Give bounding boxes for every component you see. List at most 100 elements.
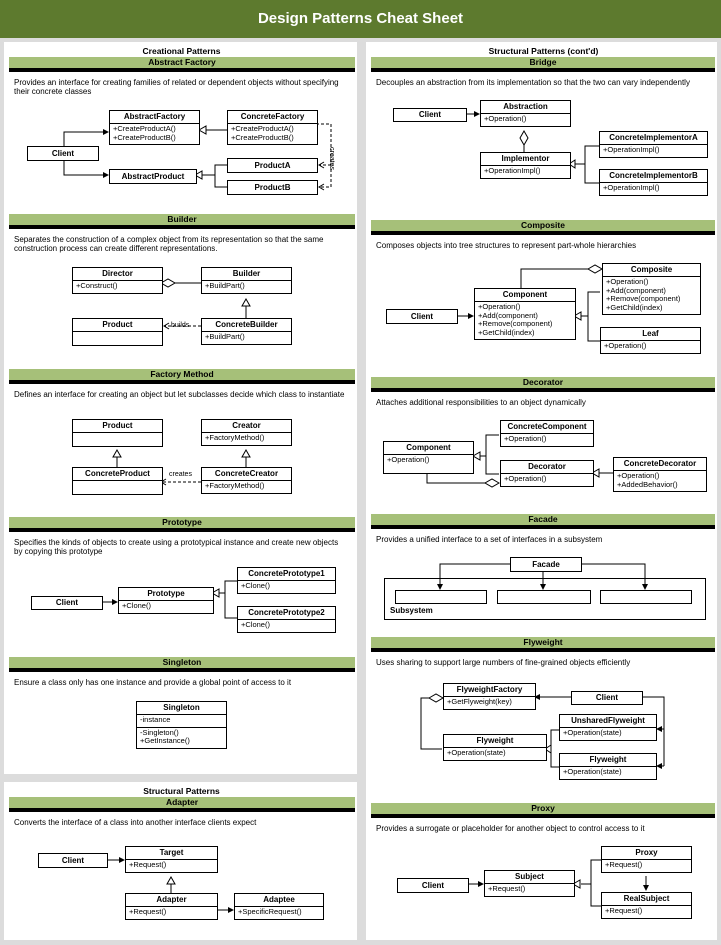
creator-class: Creator +FactoryMethod() bbox=[201, 419, 292, 446]
section-title: Flyweight bbox=[371, 637, 715, 652]
product-a-class: ProductA bbox=[227, 158, 318, 173]
section-title: Prototype bbox=[9, 517, 355, 532]
page-title: Design Patterns Cheat Sheet bbox=[0, 0, 721, 38]
section-title: Abstract Factory bbox=[9, 57, 355, 72]
builder-section: Builder Separates the construction of a … bbox=[9, 214, 355, 361]
abstract-product-class: AbstractProduct bbox=[109, 169, 197, 184]
connectors bbox=[456, 264, 604, 342]
leaf-class: Leaf +Operation() bbox=[600, 327, 701, 354]
facade-section: Facade Provides a unified interface to a… bbox=[371, 514, 715, 628]
section-description: Uses sharing to support large numbers of… bbox=[376, 658, 631, 667]
structural-title: Structural Patterns bbox=[143, 786, 220, 796]
section-description: Decouples an abstraction from its implem… bbox=[376, 78, 690, 87]
concrete-factory-class: ConcreteFactory +CreateProductA() +Creat… bbox=[227, 110, 318, 145]
singleton-section: Singleton Ensure a class only has one in… bbox=[9, 657, 355, 769]
concrete-implementor-b-class: ConcreteImplementorB +OperationImpl() bbox=[599, 169, 708, 196]
section-title: Decorator bbox=[371, 377, 715, 392]
concrete-decorator-class: ConcreteDecorator +Operation() +AddedBeh… bbox=[613, 457, 707, 492]
product-b-class: ProductB bbox=[227, 180, 318, 195]
section-title: Singleton bbox=[9, 657, 355, 672]
client-class: Client bbox=[31, 596, 103, 610]
prototype-section: Prototype Specifies the kinds of objects… bbox=[9, 517, 355, 651]
decorator-class: Decorator +Operation() bbox=[500, 460, 594, 487]
factory-method-section: Factory Method Defines an interface for … bbox=[9, 369, 355, 511]
section-description: Provides an interface for creating famil… bbox=[14, 78, 339, 96]
connectors bbox=[437, 563, 648, 590]
connectors bbox=[468, 859, 649, 907]
flyweight-concrete-class: Flyweight +Operation(state) bbox=[559, 753, 657, 780]
section-title: Builder bbox=[9, 214, 355, 229]
component-class: Component +Operation() +Add(component) +… bbox=[474, 288, 576, 340]
implementor-class: Implementor +OperationImpl() bbox=[480, 152, 571, 179]
connectors bbox=[63, 123, 332, 191]
section-description: Defines an interface for creating an obj… bbox=[14, 390, 345, 399]
proxy-class: Proxy +Request() bbox=[601, 846, 692, 873]
section-description: Separates the construction of a complex … bbox=[14, 235, 324, 253]
connectors bbox=[159, 278, 251, 330]
subsystem-class-3 bbox=[600, 590, 692, 604]
connectors bbox=[106, 857, 234, 913]
abstract-factory-section: Abstract Factory Provides an interface f… bbox=[9, 57, 355, 209]
connectors bbox=[420, 693, 665, 769]
builds-label: builds bbox=[171, 322, 190, 329]
composite-section: Composite Composes objects into tree str… bbox=[371, 220, 715, 368]
product-class: Product bbox=[72, 318, 163, 346]
builder-class: Builder +BuildPart() bbox=[201, 267, 292, 294]
client-class: Client bbox=[38, 853, 108, 868]
client-class: Client bbox=[571, 691, 643, 705]
abstract-factory-class: AbstractFactory +CreateProductA() +Creat… bbox=[109, 110, 200, 145]
client-class: Client bbox=[27, 146, 99, 161]
section-title: Proxy bbox=[371, 803, 715, 818]
prototype-class: Prototype +Clone() bbox=[118, 587, 214, 614]
flyweight-class: Flyweight +Operation(state) bbox=[443, 734, 547, 761]
connectors bbox=[112, 448, 251, 486]
concrete-implementor-a-class: ConcreteImplementorA +OperationImpl() bbox=[599, 131, 708, 158]
adapter-section: Adapter Converts the interface of a clas… bbox=[9, 797, 355, 935]
real-subject-class: RealSubject +Request() bbox=[601, 892, 692, 919]
section-description: Provides a unified interface to a set of… bbox=[376, 535, 603, 544]
adaptee-class: Adaptee +SpecificRequest() bbox=[234, 893, 324, 920]
concrete-builder-class: ConcreteBuilder +BuildPart() bbox=[201, 318, 292, 345]
connectors bbox=[465, 111, 599, 184]
client-class: Client bbox=[397, 878, 469, 893]
creates-label: creates bbox=[328, 147, 335, 170]
section-description: Converts the interface of a class into a… bbox=[14, 818, 257, 827]
target-class: Target +Request() bbox=[125, 846, 218, 873]
section-description: Ensure a class only has one instance and… bbox=[14, 678, 292, 687]
subject-class: Subject +Request() bbox=[484, 870, 575, 897]
unshared-flyweight-class: UnsharedFlyweight +Operation(state) bbox=[559, 714, 657, 741]
director-class: Director +Construct() bbox=[72, 267, 163, 294]
section-description: Composes objects into tree structures to… bbox=[376, 241, 637, 250]
section-title: Bridge bbox=[371, 57, 715, 72]
concrete-prototype2-class: ConcretePrototype2 +Clone() bbox=[237, 606, 336, 633]
product-class: Product bbox=[72, 419, 163, 447]
structural-cont-title: Structural Patterns (cont'd) bbox=[488, 46, 599, 56]
singleton-class: Singleton -instance -Singleton() +GetIns… bbox=[136, 701, 227, 749]
client-class: Client bbox=[393, 108, 467, 122]
proxy-section: Proxy Provides a surrogate or placeholde… bbox=[371, 803, 715, 935]
client-class: Client bbox=[386, 309, 458, 324]
creates-label: creates bbox=[169, 471, 192, 478]
subsystem-class-1 bbox=[395, 590, 487, 604]
concrete-component-class: ConcreteComponent +Operation() bbox=[500, 420, 594, 447]
concrete-creator-class: ConcreteCreator +FactoryMethod() bbox=[201, 467, 292, 494]
concrete-prototype1-class: ConcretePrototype1 +Clone() bbox=[237, 567, 336, 594]
flyweight-section: Flyweight Uses sharing to support large … bbox=[371, 637, 715, 791]
flyweight-factory-class: FlyweightFactory +GetFlyweight(key) bbox=[443, 683, 536, 710]
section-title: Adapter bbox=[9, 797, 355, 812]
section-title: Composite bbox=[371, 220, 715, 235]
section-description: Specifies the kinds of objects to create… bbox=[14, 538, 339, 556]
section-title: Facade bbox=[371, 514, 715, 529]
concrete-product-class: ConcreteProduct bbox=[72, 467, 163, 495]
section-title: Factory Method bbox=[9, 369, 355, 384]
section-description: Provides a surrogate or placeholder for … bbox=[376, 824, 645, 833]
connectors bbox=[426, 434, 613, 488]
creational-title: Creational Patterns bbox=[142, 46, 221, 56]
facade-class: Facade bbox=[510, 557, 582, 572]
decorator-section: Decorator Attaches additional responsibi… bbox=[371, 377, 715, 506]
abstraction-class: Abstraction +Operation() bbox=[480, 100, 571, 127]
composite-class: Composite +Operation() +Add(component) +… bbox=[602, 263, 701, 315]
subsystem-label: Subsystem bbox=[390, 606, 433, 615]
component-class: Component +Operation() bbox=[383, 441, 474, 474]
subsystem-class-2 bbox=[497, 590, 591, 604]
